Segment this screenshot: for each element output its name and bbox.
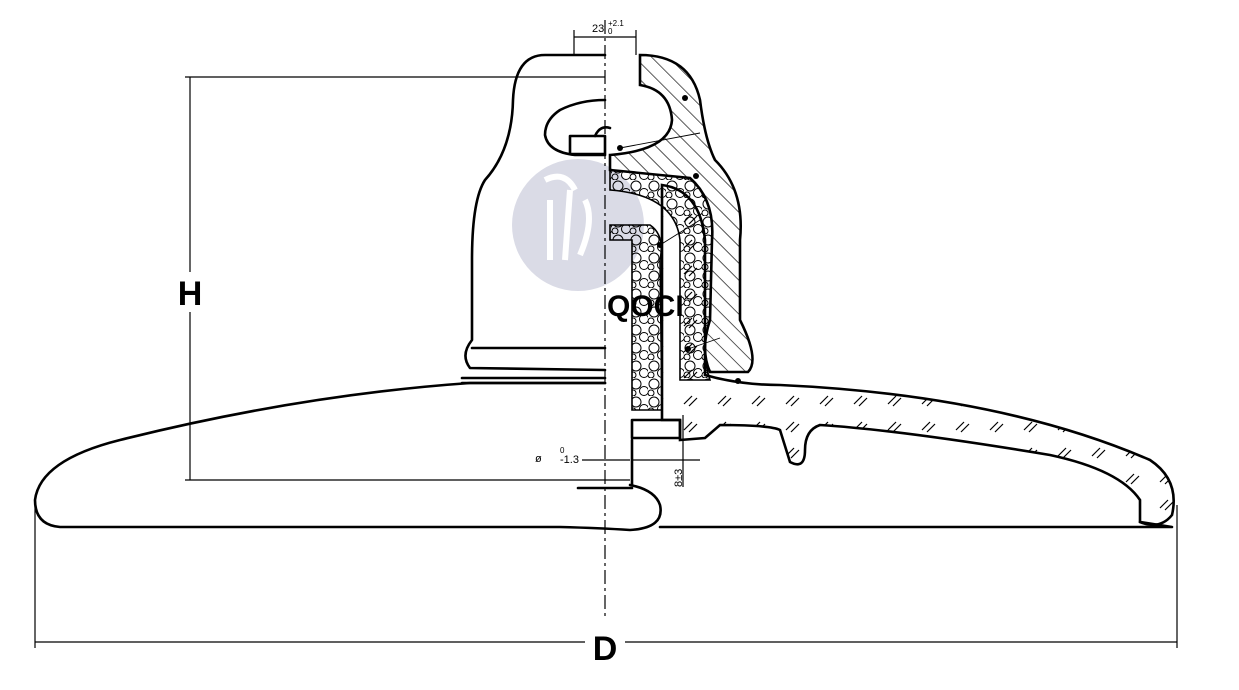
shed-right-section [658,183,1175,529]
watermark-seal [512,159,644,291]
watermark-text: QOCI [607,290,684,323]
shed-left-outline [33,381,662,532]
svg-text:+2.1: +2.1 [608,19,624,28]
dimension-h: H [178,76,630,481]
dimension-pin-diameter: ø 0 -1.3 [535,446,630,466]
svg-text:23: 23 [592,23,604,35]
dimension-d-label: D [593,630,618,668]
svg-text:0: 0 [560,446,565,455]
dimension-pin-hole: 23 +2.1 0 [573,19,637,55]
svg-text:-1.3: -1.3 [560,454,579,466]
dimension-h-label: H [178,275,203,313]
leader-markers [617,95,741,384]
svg-text:0: 0 [608,27,613,36]
cap-left-outline [460,53,612,385]
dimension-d: D [34,500,1178,668]
svg-text:8±3: 8±3 [673,469,685,487]
dimension-pin-projection: 8±3 [673,415,685,487]
svg-text:ø: ø [535,453,542,465]
